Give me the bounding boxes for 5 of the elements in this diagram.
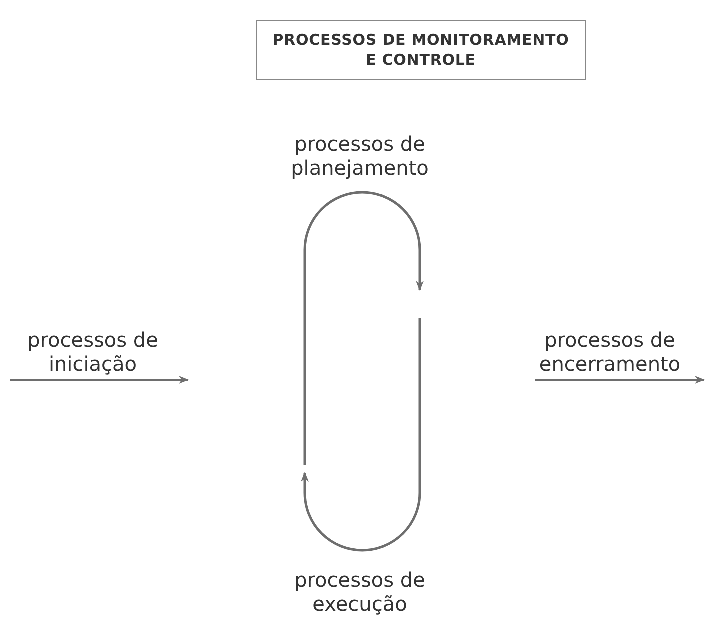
title-box: PROCESSOS DE MONITORAMENTO E CONTROLE <box>256 20 586 80</box>
stage-label: processos de encerramento <box>538 328 682 376</box>
stage-label: processos de planejamento <box>290 132 430 180</box>
stage-label: processos de execução <box>294 568 426 616</box>
stage-label: processos de iniciação <box>26 328 160 376</box>
